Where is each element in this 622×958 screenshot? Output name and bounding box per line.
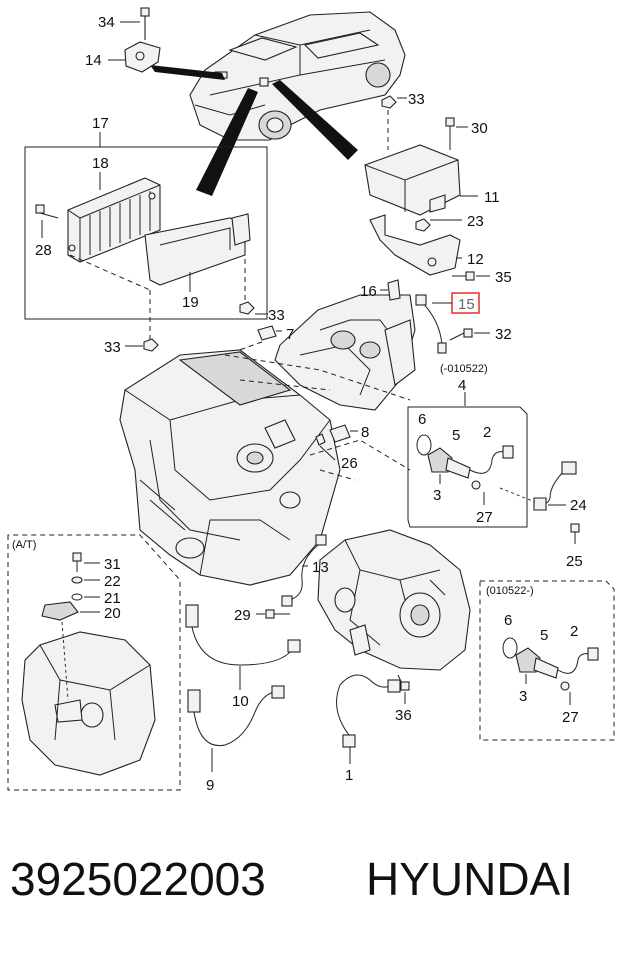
part-26-washer — [315, 433, 326, 446]
label-8: 8 — [361, 424, 369, 441]
parts-diagram: 34 14 17 18 28 19 33 33 33 30 — [7, 7, 615, 794]
label-1: 1 — [345, 767, 353, 784]
part-25-bolt — [570, 523, 580, 544]
part-30-bolt — [445, 117, 455, 150]
part-6-oring-b — [502, 637, 518, 659]
part-29-bolt — [265, 609, 290, 619]
label-29: 29 — [234, 607, 251, 624]
label-33b: 33 — [268, 307, 285, 324]
intake-manifold — [274, 294, 416, 411]
label-7: 7 — [286, 326, 294, 343]
label-32: 32 — [495, 326, 512, 343]
part-19-bracket — [144, 213, 251, 286]
part-31-bolt — [72, 552, 82, 572]
label-35: 35 — [495, 269, 512, 286]
label-36: 36 — [395, 707, 412, 724]
transmission — [317, 529, 471, 671]
label-26: 26 — [341, 455, 358, 472]
part-21-oring — [71, 593, 83, 601]
label-27a: 27 — [476, 509, 493, 526]
at-transmission — [21, 631, 156, 776]
label-28: 28 — [35, 242, 52, 259]
engine-block — [119, 349, 341, 586]
label-3a: 3 — [433, 487, 441, 504]
part-11-relay-box — [364, 144, 461, 216]
label-2a: 2 — [483, 424, 491, 441]
label-19: 19 — [182, 294, 199, 311]
label-6b: 6 — [504, 612, 512, 629]
part-23-nut — [415, 218, 431, 232]
label-20: 20 — [104, 605, 121, 622]
label-23: 23 — [467, 213, 484, 230]
part-16-clip — [387, 279, 401, 301]
part-15-sensor — [415, 294, 447, 354]
label-12: 12 — [467, 251, 484, 268]
part-33-nut-c — [143, 338, 159, 352]
part-24-harness — [533, 461, 577, 511]
note-at: (A/T) — [12, 539, 36, 551]
part-number: 3925022003 — [10, 853, 266, 905]
pointer-strip-3 — [272, 80, 358, 160]
label-2b: 2 — [570, 623, 578, 640]
label-4: 4 — [458, 377, 466, 394]
label-5a: 5 — [452, 427, 460, 444]
label-27b: 27 — [562, 709, 579, 726]
part-22-washer — [71, 576, 83, 584]
part-20-sensor — [41, 601, 79, 621]
part-32-bolt — [449, 328, 473, 341]
part-8-sensor — [329, 424, 351, 443]
note-date-before: (-010522) — [440, 363, 488, 375]
label-9: 9 — [206, 777, 214, 794]
label-31: 31 — [104, 556, 121, 573]
part-9-o2-sensor — [187, 685, 285, 747]
part-33-nut-b — [239, 301, 255, 315]
label-33c: 33 — [104, 339, 121, 356]
label-5b: 5 — [540, 627, 548, 644]
pointer-strip-1 — [150, 65, 225, 80]
part-18-ecu — [67, 177, 161, 263]
part-35-bolt — [452, 271, 475, 281]
part-10-o2-sensor — [185, 604, 301, 666]
part-28-bolt — [35, 204, 59, 219]
part-6-oring-a — [416, 434, 432, 456]
label-33a: 33 — [408, 91, 425, 108]
label-3b: 3 — [519, 688, 527, 705]
part-7-sensor — [257, 325, 282, 341]
at-group-box — [7, 534, 181, 791]
label-6a: 6 — [418, 411, 426, 428]
note-date-after: (010522-) — [486, 585, 534, 597]
part-3-cam-sensor-b — [515, 647, 599, 691]
label-34: 34 — [98, 14, 115, 31]
part-13-crank-sensor — [281, 534, 327, 607]
pointer-strip-2 — [196, 88, 258, 196]
ecu-group-box — [24, 146, 268, 320]
part-36-bolt — [397, 674, 410, 691]
part-14-bracket — [124, 7, 161, 73]
label-25: 25 — [566, 553, 583, 570]
label-10: 10 — [232, 693, 249, 710]
label-21: 21 — [104, 590, 121, 607]
part-12-bracket — [369, 214, 461, 276]
label-22: 22 — [104, 573, 121, 590]
label-16: 16 — [360, 283, 377, 300]
part-33-nut-a — [381, 95, 397, 109]
label-30: 30 — [471, 120, 488, 137]
part-3-cam-sensor-a — [427, 445, 514, 490]
label-11: 11 — [484, 189, 500, 206]
label-18: 18 — [92, 155, 109, 172]
label-14: 14 — [85, 52, 102, 69]
label-17: 17 — [92, 115, 109, 132]
brand-name: HYUNDAI — [366, 853, 574, 905]
label-24: 24 — [570, 497, 587, 514]
part-1-o2-sensor — [336, 674, 401, 748]
cam-sensor-box-before — [407, 406, 528, 528]
label-13: 13 — [312, 559, 329, 576]
caption: 3925022003 HYUNDAI — [0, 838, 622, 938]
label-15: 15 — [458, 296, 475, 313]
